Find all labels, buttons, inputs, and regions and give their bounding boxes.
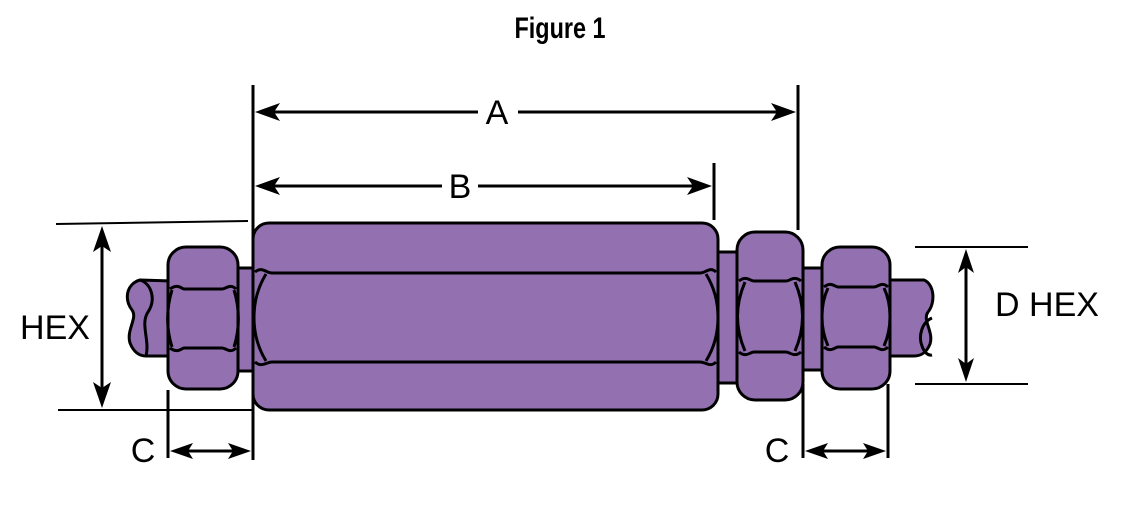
dimension-b: B bbox=[255, 163, 716, 220]
arrowhead-icon bbox=[771, 103, 796, 121]
dimension-label-a: A bbox=[486, 94, 509, 132]
left-tube bbox=[125, 278, 174, 358]
arrowhead-icon bbox=[255, 103, 280, 121]
dimension-label-c-right: C bbox=[765, 432, 790, 470]
fitting-assembly bbox=[125, 221, 935, 412]
right-nut-inner bbox=[735, 230, 805, 402]
arrowhead-icon bbox=[93, 382, 111, 408]
dimension-label-hex: HEX bbox=[20, 309, 90, 347]
figure-title: Figure 1 bbox=[515, 11, 606, 44]
right-collar-outer bbox=[801, 266, 825, 372]
dimension-label-d-hex: D HEX bbox=[995, 286, 1099, 324]
arrowhead-icon bbox=[228, 443, 251, 459]
left-nut bbox=[166, 245, 240, 391]
dimension-hex: HEX bbox=[20, 220, 253, 411]
dimension-label-c-left: C bbox=[131, 432, 156, 470]
right-tube bbox=[888, 278, 935, 358]
arrowhead-icon bbox=[958, 249, 974, 273]
arrowhead-icon bbox=[93, 226, 111, 252]
dimension-label-b: B bbox=[449, 168, 472, 206]
dimension-c-right: C bbox=[765, 384, 890, 470]
right-collar-inner bbox=[716, 250, 740, 385]
arrowhead-icon bbox=[170, 443, 193, 459]
dimension-d-hex: D HEX bbox=[915, 246, 1099, 385]
dimension-a: A bbox=[251, 85, 800, 460]
right-nut-outer bbox=[820, 245, 892, 391]
arrowhead-icon bbox=[805, 443, 828, 459]
dimension-c-left: C bbox=[131, 390, 251, 470]
arrowhead-icon bbox=[863, 443, 886, 459]
main-hex-body bbox=[251, 221, 720, 412]
arrowhead-icon bbox=[255, 177, 280, 195]
arrowhead-icon bbox=[958, 358, 974, 382]
arrowhead-icon bbox=[687, 177, 712, 195]
